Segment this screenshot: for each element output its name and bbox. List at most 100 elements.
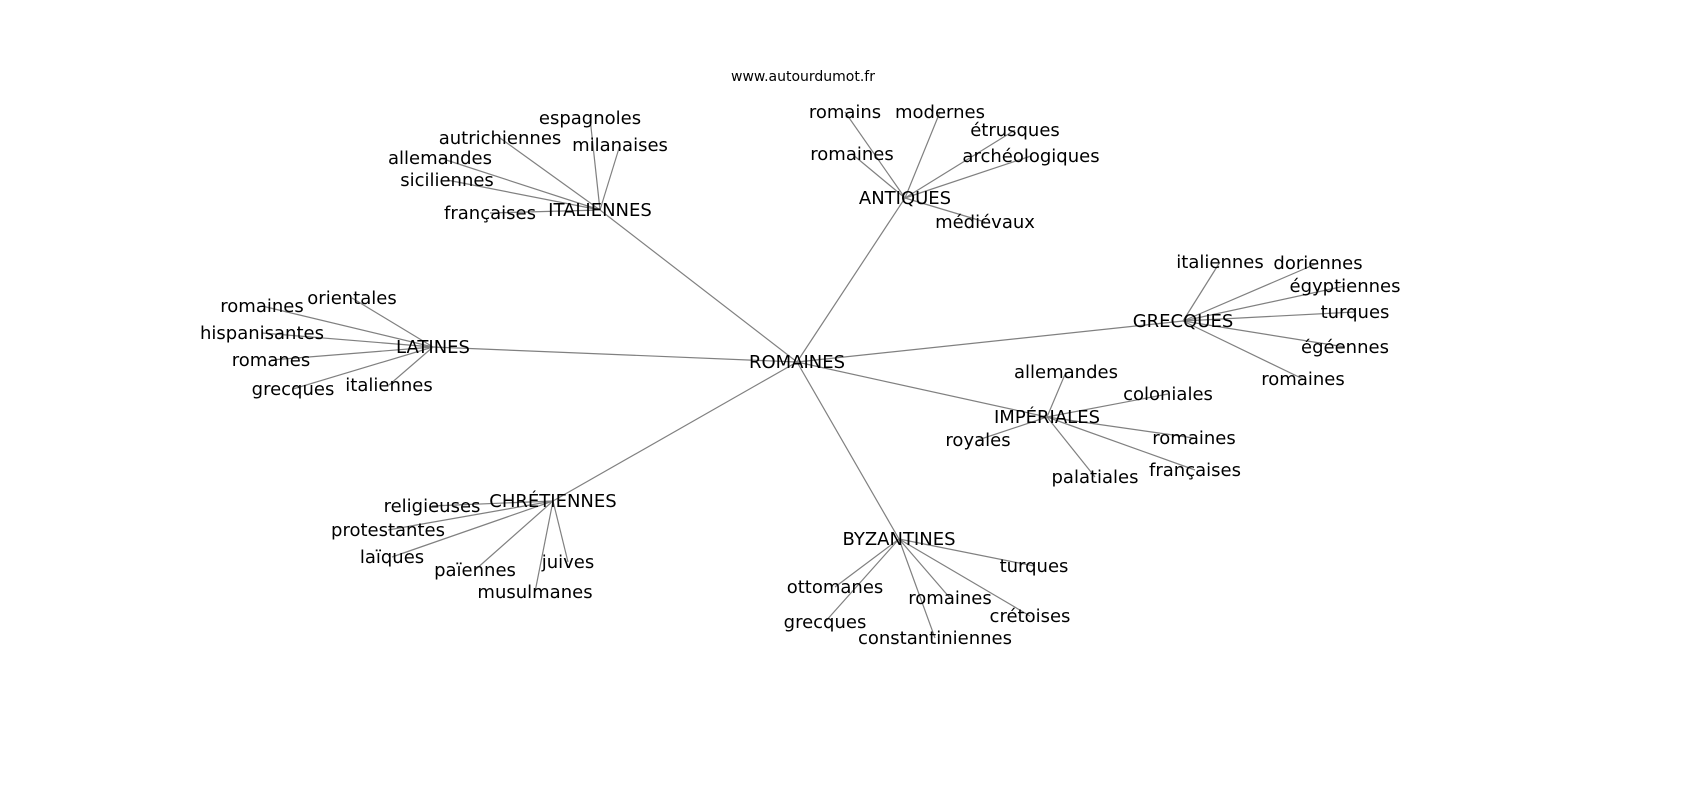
leaf-node-label: musulmanes [477, 582, 592, 603]
edge-cluster-to-leaf [388, 346, 434, 386]
site-title: www.autourdumot.fr [731, 69, 875, 85]
leaf-node-label: allemandes [388, 148, 492, 169]
leaf-node-label: constantiniennes [858, 628, 1012, 649]
edge-cluster-to-leaf [499, 137, 601, 211]
edge-cluster-to-leaf [1182, 320, 1346, 348]
edge-hub-to-cluster [432, 346, 798, 363]
leaf-node-label: autrichiennes [439, 128, 562, 149]
edge-cluster-to-leaf [904, 155, 1032, 199]
edge-cluster-to-leaf [1046, 371, 1067, 418]
edge-cluster-to-leaf [387, 500, 554, 531]
edge-cluster-to-leaf [1182, 320, 1304, 380]
edge-cluster-to-leaf [270, 346, 434, 361]
leaf-node-label: égyptiennes [1290, 276, 1401, 297]
leaf-node-label: archéologiques [962, 146, 1099, 167]
edge-cluster-to-leaf [904, 129, 1016, 199]
edge-cluster-to-leaf [261, 332, 434, 348]
edge-cluster-to-leaf [851, 153, 906, 199]
leaf-node-label: ottomanes [787, 577, 884, 598]
leaf-node-label: religieuses [384, 496, 481, 517]
edge-cluster-to-leaf [1182, 262, 1319, 322]
leaf-node-label: orientales [307, 288, 396, 309]
edge-cluster-to-leaf [439, 157, 601, 211]
leaf-node-label: coloniales [1123, 384, 1213, 405]
edge-cluster-to-leaf [844, 111, 906, 199]
edge-cluster-to-leaf [446, 179, 601, 211]
edge-cluster-to-leaf [431, 500, 554, 507]
edge-cluster-to-leaf [391, 500, 554, 558]
leaf-node-label: romaines [908, 588, 991, 609]
leaf-node-label: doriennes [1273, 253, 1362, 274]
leaf-node-label: françaises [444, 203, 536, 224]
leaf-node-label: égéennes [1301, 337, 1389, 358]
edge-hub-to-cluster [552, 361, 798, 502]
edge-hub-to-cluster [796, 320, 1184, 363]
cluster-node-label: ITALIENNES [548, 200, 652, 221]
edge-cluster-to-leaf [292, 346, 434, 390]
leaf-node-label: romaines [1261, 369, 1344, 390]
edge-cluster-to-leaf [898, 538, 1031, 617]
hub-node-label: ROMAINES [749, 352, 845, 373]
leaf-node-label: allemandes [1014, 362, 1118, 383]
leaf-node-label: romaines [810, 144, 893, 165]
edges [261, 111, 1356, 639]
leaf-node-label: italiennes [345, 375, 432, 396]
edge-cluster-to-leaf [1182, 261, 1221, 322]
cluster-node-label: ANTIQUES [859, 188, 951, 209]
edge-cluster-to-leaf [489, 209, 601, 214]
edge-cluster-to-leaf [261, 305, 434, 348]
edge-cluster-to-leaf [898, 538, 1035, 567]
edge-cluster-to-leaf [1046, 416, 1195, 439]
edge-hub-to-cluster [599, 209, 798, 363]
leaf-node-label: médiévaux [935, 212, 1035, 233]
cluster-node-label: LATINES [396, 337, 470, 358]
edge-cluster-to-leaf [589, 117, 601, 211]
edge-cluster-to-leaf [1046, 416, 1096, 478]
leaf-node-label: palatiales [1051, 467, 1138, 488]
leaf-node-label: siciliennes [400, 170, 494, 191]
edge-cluster-to-leaf [534, 500, 554, 593]
leaf-node-label: romaines [1152, 428, 1235, 449]
cluster-node-label: GRECQUES [1133, 311, 1234, 332]
leaf-node-label: crétoises [990, 606, 1071, 627]
edge-cluster-to-leaf [1182, 285, 1346, 322]
edge-cluster-to-leaf [824, 538, 900, 623]
leaf-node-label: royales [945, 430, 1010, 451]
leaf-node-label: laïques [360, 547, 424, 568]
cluster-node-label: BYZANTINES [842, 529, 955, 550]
edge-cluster-to-leaf [904, 111, 941, 199]
leaf-node-label: italiennes [1176, 252, 1263, 273]
edge-cluster-to-leaf [834, 538, 900, 588]
edge-cluster-to-leaf [552, 500, 569, 563]
leaf-node-label: romaines [220, 296, 303, 317]
leaf-node-label: milanaises [572, 135, 668, 156]
cluster-node-label: CHRÉTIENNES [489, 490, 616, 512]
edge-cluster-to-leaf [977, 416, 1048, 441]
edge-cluster-to-leaf [1046, 416, 1196, 471]
leaf-node-label: modernes [895, 102, 985, 123]
edge-cluster-to-leaf [898, 538, 936, 639]
leaf-node-label: juives [541, 552, 595, 573]
leaf-node-label: grecques [784, 612, 867, 633]
edge-cluster-to-leaf [898, 538, 951, 599]
cluster-node-label: IMPÉRIALES [994, 406, 1100, 428]
leaf-node-label: étrusques [970, 120, 1060, 141]
leaf-node-label: turques [1321, 302, 1390, 323]
edge-cluster-to-leaf [904, 197, 986, 223]
node-labels: ROMAINES ITALIENNES espagnolesautrichienne… [200, 102, 1400, 649]
leaf-node-label: espagnoles [539, 108, 641, 129]
edge-hub-to-cluster [796, 197, 906, 363]
leaf-node-label: romains [809, 102, 881, 123]
edge-cluster-to-leaf [1046, 393, 1169, 418]
leaf-node-label: françaises [1149, 460, 1241, 481]
leaf-node-label: grecques [252, 379, 335, 400]
edge-hub-to-cluster [796, 361, 1048, 418]
leaf-node-label: païennes [434, 560, 516, 581]
edge-cluster-to-leaf [599, 144, 621, 211]
edge-cluster-to-leaf [351, 297, 434, 348]
leaf-node-label: turques [1000, 556, 1069, 577]
leaf-node-label: protestantes [331, 520, 445, 541]
leaf-node-label: hispanisantes [200, 323, 324, 344]
edge-cluster-to-leaf [474, 500, 554, 571]
